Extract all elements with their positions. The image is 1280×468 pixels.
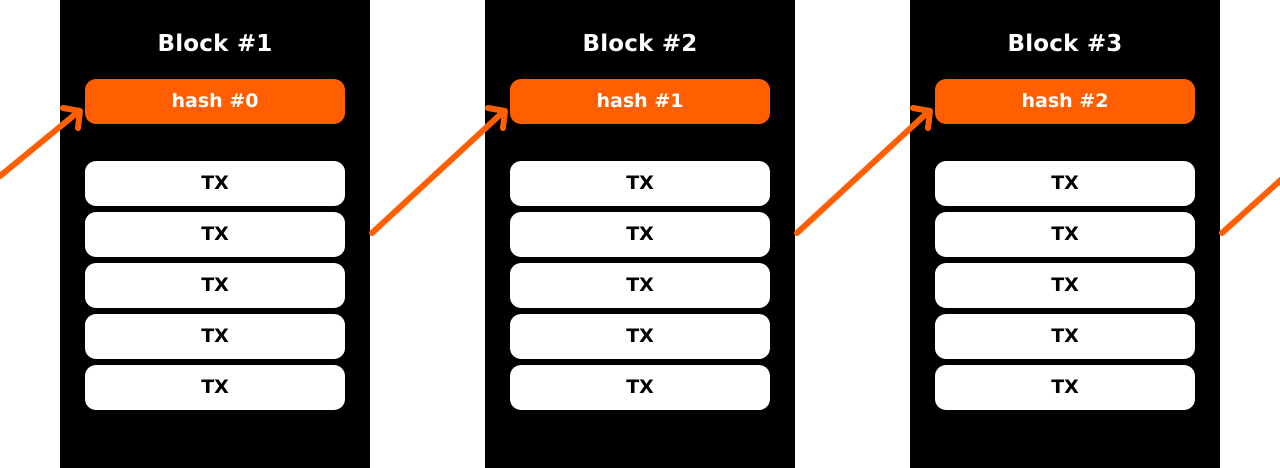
transaction-item: TX: [510, 314, 770, 359]
block-2: Block #2 hash #1 TX TX TX TX TX: [485, 0, 795, 468]
block-1: Block #1 hash #0 TX TX TX TX TX: [60, 0, 370, 468]
transaction-item: TX: [935, 314, 1195, 359]
transaction-item: TX: [510, 263, 770, 308]
transaction-item: TX: [85, 314, 345, 359]
block-3: Block #3 hash #2 TX TX TX TX TX: [910, 0, 1220, 468]
previous-hash-pill: hash #1: [510, 79, 770, 124]
transaction-list: TX TX TX TX TX: [510, 161, 770, 416]
transaction-item: TX: [85, 263, 345, 308]
transaction-list: TX TX TX TX TX: [85, 161, 345, 416]
block-title: Block #3: [1007, 31, 1123, 57]
transaction-item: TX: [510, 365, 770, 410]
transaction-item: TX: [85, 365, 345, 410]
transaction-item: TX: [935, 365, 1195, 410]
previous-hash-pill: hash #0: [85, 79, 345, 124]
transaction-item: TX: [85, 161, 345, 206]
block-title: Block #2: [582, 31, 698, 57]
transaction-item: TX: [935, 263, 1195, 308]
transaction-list: TX TX TX TX TX: [935, 161, 1195, 416]
arrow-out-of-block-3: [1219, 176, 1280, 236]
transaction-item: TX: [935, 161, 1195, 206]
previous-hash-pill: hash #2: [935, 79, 1195, 124]
transaction-item: TX: [85, 212, 345, 257]
block-title: Block #1: [157, 31, 273, 57]
transaction-item: TX: [935, 212, 1195, 257]
transaction-item: TX: [510, 212, 770, 257]
transaction-item: TX: [510, 161, 770, 206]
